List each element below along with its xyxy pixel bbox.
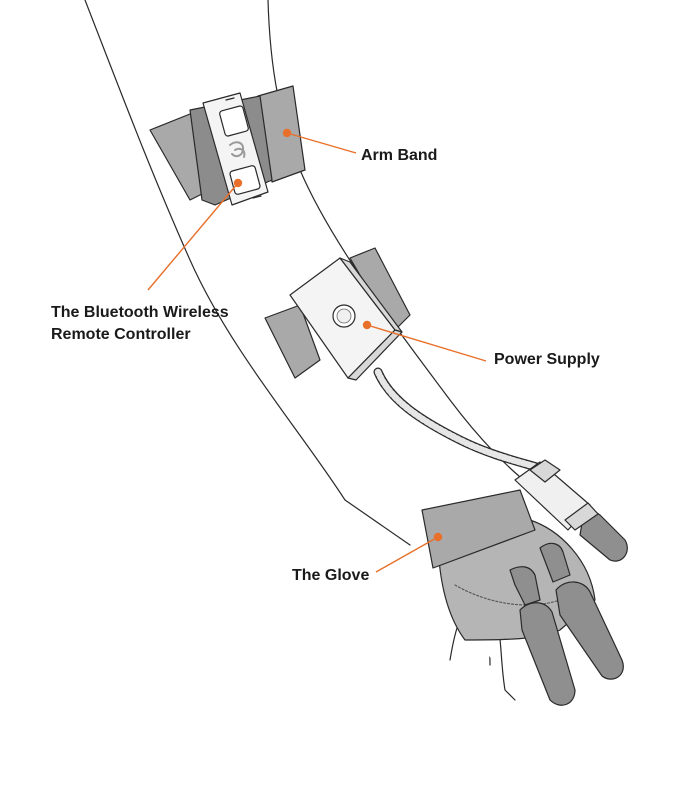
arm-band-leader (286, 132, 357, 154)
glove (421, 459, 628, 706)
glove-leader (375, 536, 439, 573)
finger-sleeve-middle (509, 566, 576, 706)
glove-label: The Glove (292, 567, 370, 584)
controller-label-line2: Remote Controller (51, 326, 191, 343)
arm-outline (84, 0, 531, 546)
finger-sleeve-index (539, 542, 624, 680)
arm-band-label: Arm Band (361, 147, 438, 164)
power-supply-label: Power Supply (494, 351, 600, 368)
controller-label-line1: The Bluetooth Wireless (51, 304, 229, 321)
leader-lines (147, 128, 487, 573)
power-supply (289, 257, 403, 381)
thumb-actuator (514, 459, 599, 531)
power-supply-band (264, 247, 411, 379)
coiled-cable (373, 367, 545, 473)
controller-leader (147, 182, 239, 291)
glove-strap (421, 489, 536, 569)
controller-logo-icon (229, 141, 246, 158)
power-supply-leader (366, 324, 487, 362)
